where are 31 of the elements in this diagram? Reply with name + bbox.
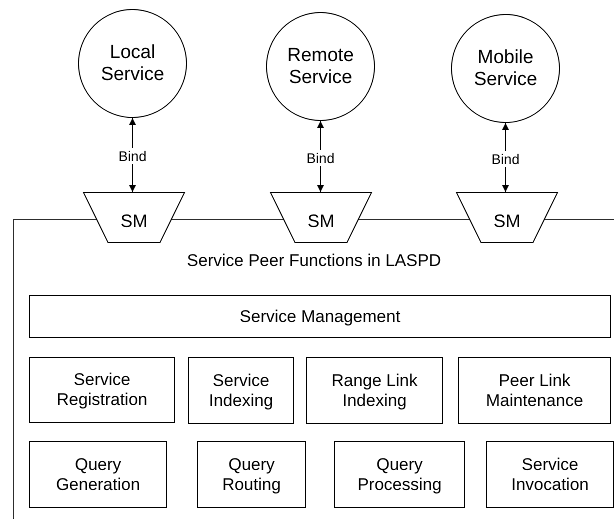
node-label: Service Indexing — [208, 370, 274, 410]
node-label: Service Invocation — [510, 454, 590, 494]
edge-label: Bind — [117, 148, 148, 164]
node-label: Mobile Service — [472, 46, 538, 90]
function-box — [29, 295, 611, 338]
function-box — [188, 357, 294, 424]
edge-label: Bind — [490, 150, 521, 166]
node-label: Query Generation — [54, 454, 142, 494]
manager-trapezoid — [83, 192, 185, 243]
edge-label: Bind — [305, 150, 336, 166]
node-label: Range Link Indexing — [330, 370, 418, 410]
node-label: SM — [492, 211, 522, 232]
node-label: Service Registration — [56, 370, 148, 410]
function-box — [486, 441, 614, 508]
function-box — [29, 357, 175, 423]
node-label: Service Management — [238, 306, 402, 326]
node-label: Peer Link Maintenance — [484, 370, 584, 410]
panel-title: Service Peer Functions in LASPD — [186, 251, 442, 271]
function-box — [197, 441, 306, 508]
node-label: Query Routing — [221, 454, 282, 494]
manager-trapezoid — [270, 192, 372, 243]
manager-trapezoid — [456, 192, 558, 243]
node-label: SM — [306, 211, 336, 232]
function-box — [458, 357, 611, 424]
node-label: SM — [120, 211, 148, 232]
node-label: Remote Service — [286, 44, 355, 88]
node-label: Local Service — [100, 42, 166, 86]
function-box — [306, 357, 443, 424]
node-label: Query Processing — [356, 454, 443, 494]
function-box — [29, 441, 167, 508]
function-box — [334, 441, 465, 508]
